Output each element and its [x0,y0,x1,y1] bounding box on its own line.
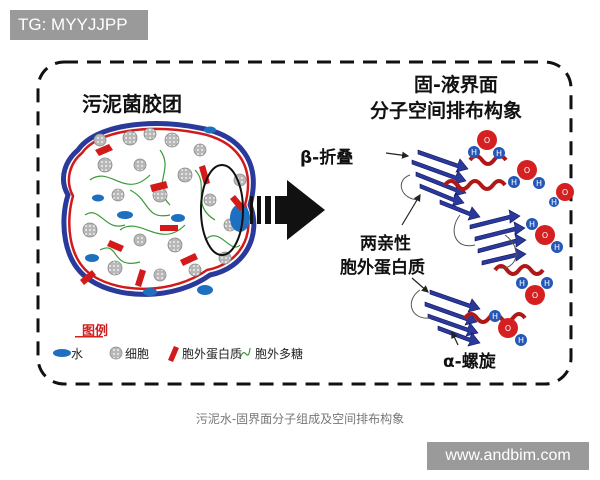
hydrogen-atom-label: H [551,198,557,207]
water-molecule: OH H [489,310,527,346]
water-group [85,126,250,296]
hydrogen-atom-label: H [536,179,542,188]
floc-title: 污泥菌胶团 [82,92,182,116]
cell-circle-icon [109,346,123,360]
legend-icons [53,336,251,362]
oxygen-atom-label: O [542,231,548,240]
hydrogen-atom-label: H [496,149,502,158]
label-pointers [385,151,459,346]
watermark-bottom: www.andbim.com [427,442,589,470]
oxygen-atom-label: O [532,291,538,300]
legend-title: 图例 [82,324,109,339]
oxygen-atom-label: O [562,188,568,197]
water-molecule: OH H [516,277,553,305]
hydrogen-atom-label: H [471,148,477,157]
hydrogen-atom-label: H [529,220,535,229]
legend-underline [75,336,103,338]
hydrogen-atom-label: H [518,336,524,345]
amphiphilic-label-line1: 两亲性 [360,234,411,254]
oxygen-atom-label: O [524,166,530,175]
protein-loops [400,174,517,319]
zoom-oval [200,164,244,256]
protein-group [80,144,245,287]
hydrogen-atom-label: H [544,279,550,288]
water-molecule: OH H [526,218,563,253]
water-ellipse-icon [53,349,71,357]
amphiphilic-label-line2: 胞外蛋白质 [340,258,425,278]
hydrogen-atom-label: H [511,178,517,187]
legend-item-protein: 胞外蛋白质 [182,347,243,361]
water-molecule: OH H [508,160,545,189]
watermark-top: TG: MYYJJPP [10,10,148,40]
water-molecule: OH [549,183,574,207]
cell-group [82,127,247,282]
interface-title-line2: 分子空间排布构象 [370,100,523,122]
hydrogen-atom-label: H [519,279,525,288]
polysaccharide-curl-icon [239,347,251,359]
water-molecule: OH H [468,130,505,159]
oxygen-atom-label: O [505,324,511,333]
hydrogen-atom-label: H [554,243,560,252]
beta-sheet-label: β-折叠 [300,148,354,168]
figure-caption: 污泥水-固界面分子组成及空间排布构象 [195,412,405,426]
dashed-frame [36,60,573,386]
legend-item-polysaccharide: 胞外多糖 [255,347,304,361]
legend-item-water: 水 [71,347,84,361]
hydrogen-atom-label: H [492,312,498,321]
floc-blob-inner [67,127,250,290]
protein-red-icon [168,346,179,362]
zoom-arrow [250,180,325,240]
alpha-helix-label: α-螺旋 [443,352,496,372]
oxygen-atom-label: O [484,136,490,145]
beta-sheet-group [411,149,527,347]
interface-title-line1: 固-液界面 [414,74,498,96]
legend-item-cell: 细胞 [125,347,150,361]
